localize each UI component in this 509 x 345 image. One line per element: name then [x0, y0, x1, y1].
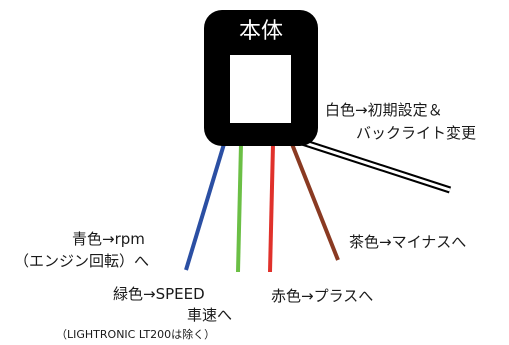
main-unit-display: [230, 55, 291, 123]
brown-wire-label: 茶色→マイナスへ: [349, 233, 467, 251]
main-unit: 本体: [204, 10, 318, 146]
brown-wire: [290, 143, 340, 261]
red-wire: [268, 143, 275, 273]
white-wire: [295, 138, 451, 192]
green-wire-note: （LIGHTRONIC LT200は除く）: [56, 328, 216, 341]
blue-wire-label-line2: （エンジン回転）へ: [14, 252, 150, 270]
blue-wire: [184, 143, 226, 271]
green-wire: [236, 143, 243, 273]
green-wire-label-line1: 緑色→SPEED: [113, 285, 205, 303]
white-wire-label-line1: 白色→初期設定＆: [325, 101, 443, 119]
main-unit-title: 本体: [238, 19, 283, 44]
white-wire-label-line2: バックライト変更: [356, 124, 477, 142]
red-wire-label: 赤色→プラスへ: [271, 287, 374, 305]
green-wire-label-line2: 車速へ: [187, 306, 233, 324]
blue-wire-label-line1: 青色→rpm: [72, 230, 145, 248]
